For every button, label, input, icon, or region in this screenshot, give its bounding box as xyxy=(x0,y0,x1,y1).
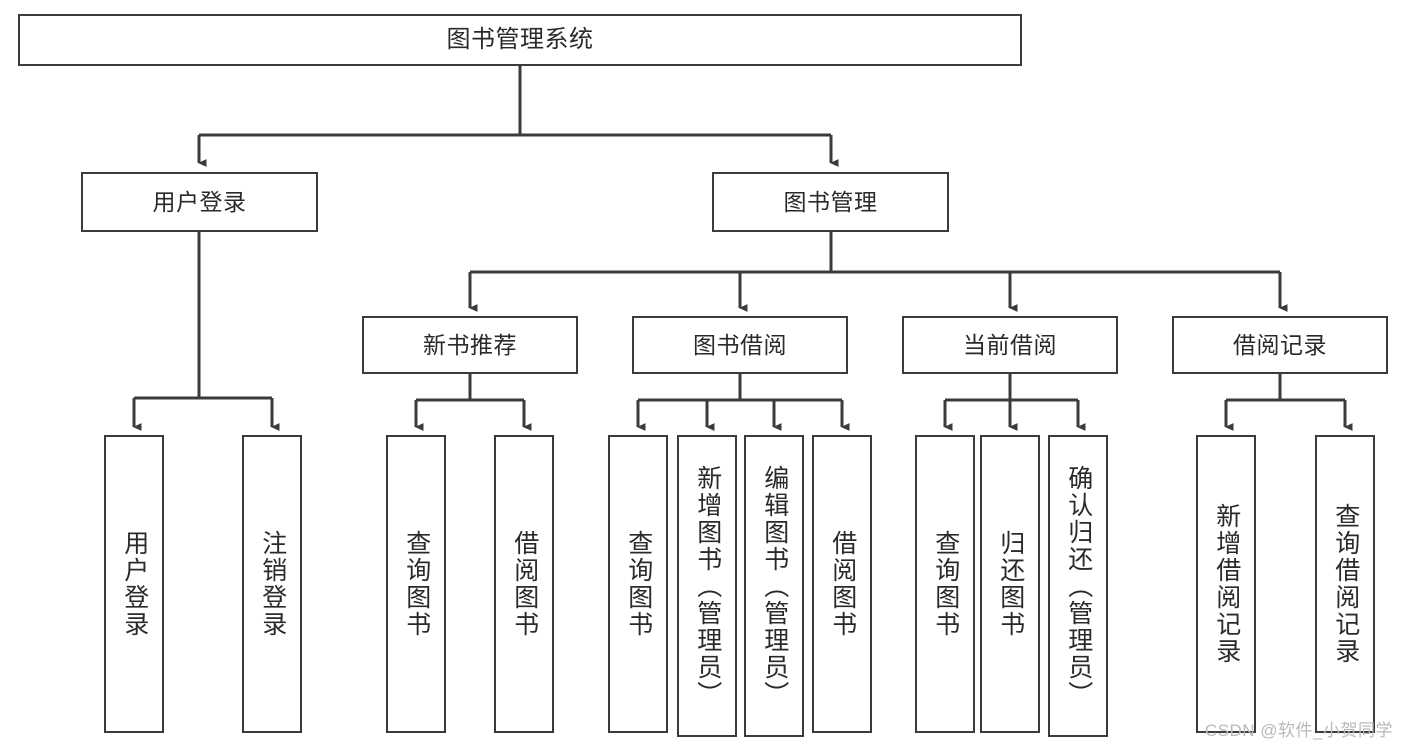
node-label: 图书管理 xyxy=(783,188,878,215)
csdn-watermark: CSDN @软件_小贺同学 xyxy=(1204,721,1393,740)
leaf-user-login-login[interactable]: 用户登录 xyxy=(104,435,164,733)
node-label: 查询借阅记录 xyxy=(1331,503,1360,665)
leaf-recommend-query-book[interactable]: 查询图书 xyxy=(386,435,446,733)
node-label: 查询图书 xyxy=(624,530,653,638)
node-label: 归还图书 xyxy=(996,530,1025,638)
node-root-system[interactable]: 图书管理系统 xyxy=(18,14,1022,66)
node-label: 新增借阅记录 xyxy=(1212,503,1241,665)
node-label: 图书管理系统 xyxy=(446,26,594,54)
leaf-borrow-query-book[interactable]: 查询图书 xyxy=(608,435,668,733)
node-label: 借阅图书 xyxy=(828,530,857,638)
leaf-user-login-logout[interactable]: 注销登录 xyxy=(242,435,302,733)
leaf-recommend-borrow-book[interactable]: 借阅图书 xyxy=(494,435,554,733)
node-label: 用户登录 xyxy=(120,530,149,638)
leaf-current-return-book[interactable]: 归还图书 xyxy=(980,435,1040,733)
leaf-borrow-edit-book-admin[interactable]: 编辑图书（管理员） xyxy=(744,435,804,737)
leaf-borrow-borrow-book[interactable]: 借阅图书 xyxy=(812,435,872,733)
node-label: 新增图书（管理员） xyxy=(693,464,722,708)
node-book-borrow[interactable]: 图书借阅 xyxy=(632,316,848,374)
node-borrow-record[interactable]: 借阅记录 xyxy=(1172,316,1388,374)
leaf-record-add-record[interactable]: 新增借阅记录 xyxy=(1196,435,1256,733)
leaf-current-query-book[interactable]: 查询图书 xyxy=(915,435,975,733)
node-new-book-recommend[interactable]: 新书推荐 xyxy=(362,316,578,374)
node-label: 图书借阅 xyxy=(693,331,787,358)
node-label: 确认归还（管理员） xyxy=(1064,464,1093,708)
node-label: 查询图书 xyxy=(402,530,431,638)
node-label: 借阅图书 xyxy=(510,530,539,638)
node-current-borrow[interactable]: 当前借阅 xyxy=(902,316,1118,374)
node-label: 注销登录 xyxy=(258,530,287,638)
node-user-login[interactable]: 用户登录 xyxy=(81,172,318,232)
leaf-record-query-record[interactable]: 查询借阅记录 xyxy=(1315,435,1375,733)
node-label: 当前借阅 xyxy=(963,331,1057,358)
node-book-management[interactable]: 图书管理 xyxy=(712,172,949,232)
node-label: 借阅记录 xyxy=(1233,331,1327,358)
node-label: 查询图书 xyxy=(931,530,960,638)
node-label: 用户登录 xyxy=(152,188,247,215)
leaf-current-confirm-return-admin[interactable]: 确认归还（管理员） xyxy=(1048,435,1108,737)
node-label: 新书推荐 xyxy=(423,331,517,358)
node-label: 编辑图书（管理员） xyxy=(760,464,789,708)
leaf-borrow-add-book-admin[interactable]: 新增图书（管理员） xyxy=(677,435,737,737)
